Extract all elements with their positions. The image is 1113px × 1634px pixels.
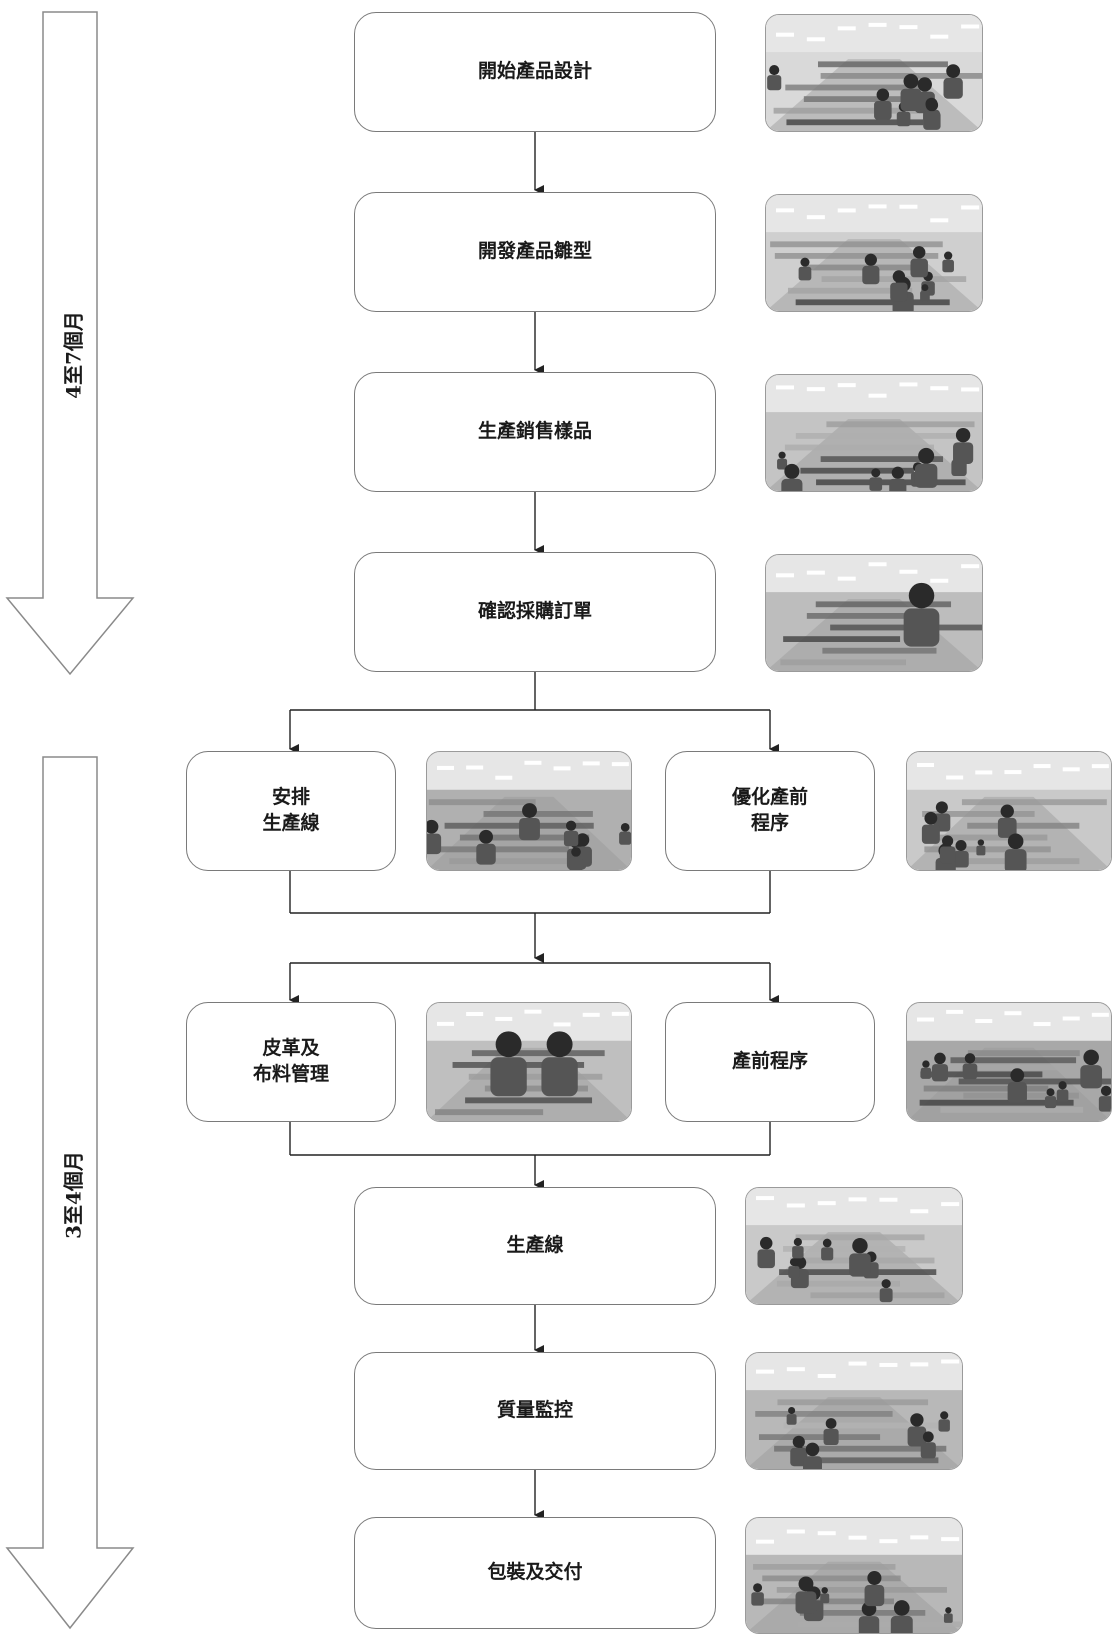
step-prototype: 開發產品雛型 — [354, 192, 716, 312]
step-label: 皮革及 布料管理 — [252, 1037, 329, 1085]
step-label: 開始產品設計 — [477, 60, 592, 83]
step-pre-production: 產前程序 — [665, 1002, 875, 1122]
step-label: 生產線 — [506, 1234, 564, 1257]
step-label: 確認採購訂單 — [477, 600, 592, 623]
period-arrow-2 — [5, 756, 135, 1630]
order-confirmation-photo — [765, 554, 983, 672]
packaging-delivery-photo — [745, 1517, 963, 1634]
production-line-photo — [745, 1187, 963, 1305]
step-arrange-line: 安排 生產線 — [186, 751, 396, 871]
step-design: 開始產品設計 — [354, 12, 716, 132]
step-packaging: 包裝及交付 — [354, 1517, 716, 1629]
step-order: 確認採購訂單 — [354, 552, 716, 672]
step-samples: 生產銷售樣品 — [354, 372, 716, 492]
development-room-photo — [765, 194, 983, 312]
sample-production-photo — [765, 374, 983, 492]
packaging-delivery-photo-image — [746, 1518, 962, 1633]
sample-production-photo-image — [766, 375, 982, 491]
step-label: 開發產品雛型 — [477, 240, 592, 263]
arrange-line-photo — [426, 751, 632, 871]
design-office-photo — [765, 14, 983, 132]
design-office-photo-image — [766, 15, 982, 131]
step-label: 產前程序 — [731, 1050, 808, 1073]
step-quality: 質量監控 — [354, 1352, 716, 1470]
optimize-pre-production-photo — [906, 751, 1112, 871]
step-production-line: 生產線 — [354, 1187, 716, 1305]
step-optimize-pre: 優化產前 程序 — [665, 751, 875, 871]
pre-production-photo-image — [907, 1003, 1111, 1121]
step-label: 包裝及交付 — [487, 1561, 583, 1584]
step-label: 生產銷售樣品 — [477, 420, 592, 443]
materials-management-photo-image — [427, 1003, 631, 1121]
connectors — [289, 132, 779, 1520]
step-materials: 皮革及 布料管理 — [186, 1002, 396, 1122]
pre-production-photo — [906, 1002, 1112, 1122]
step-label: 優化產前 程序 — [731, 786, 808, 834]
period-arrow-1 — [5, 11, 135, 676]
materials-management-photo — [426, 1002, 632, 1122]
quality-control-photo-image — [746, 1353, 962, 1469]
optimize-pre-production-photo-image — [907, 752, 1111, 870]
period-label-2: 3至4個月 — [61, 1151, 86, 1239]
development-room-photo-image — [766, 195, 982, 311]
quality-control-photo — [745, 1352, 963, 1470]
production-line-photo-image — [746, 1188, 962, 1304]
step-label: 質量監控 — [496, 1399, 573, 1422]
step-label: 安排 生產線 — [262, 786, 320, 834]
order-confirmation-photo-image — [766, 555, 982, 671]
period-label-1: 4至7個月 — [61, 311, 86, 399]
arrange-line-photo-image — [427, 752, 631, 870]
